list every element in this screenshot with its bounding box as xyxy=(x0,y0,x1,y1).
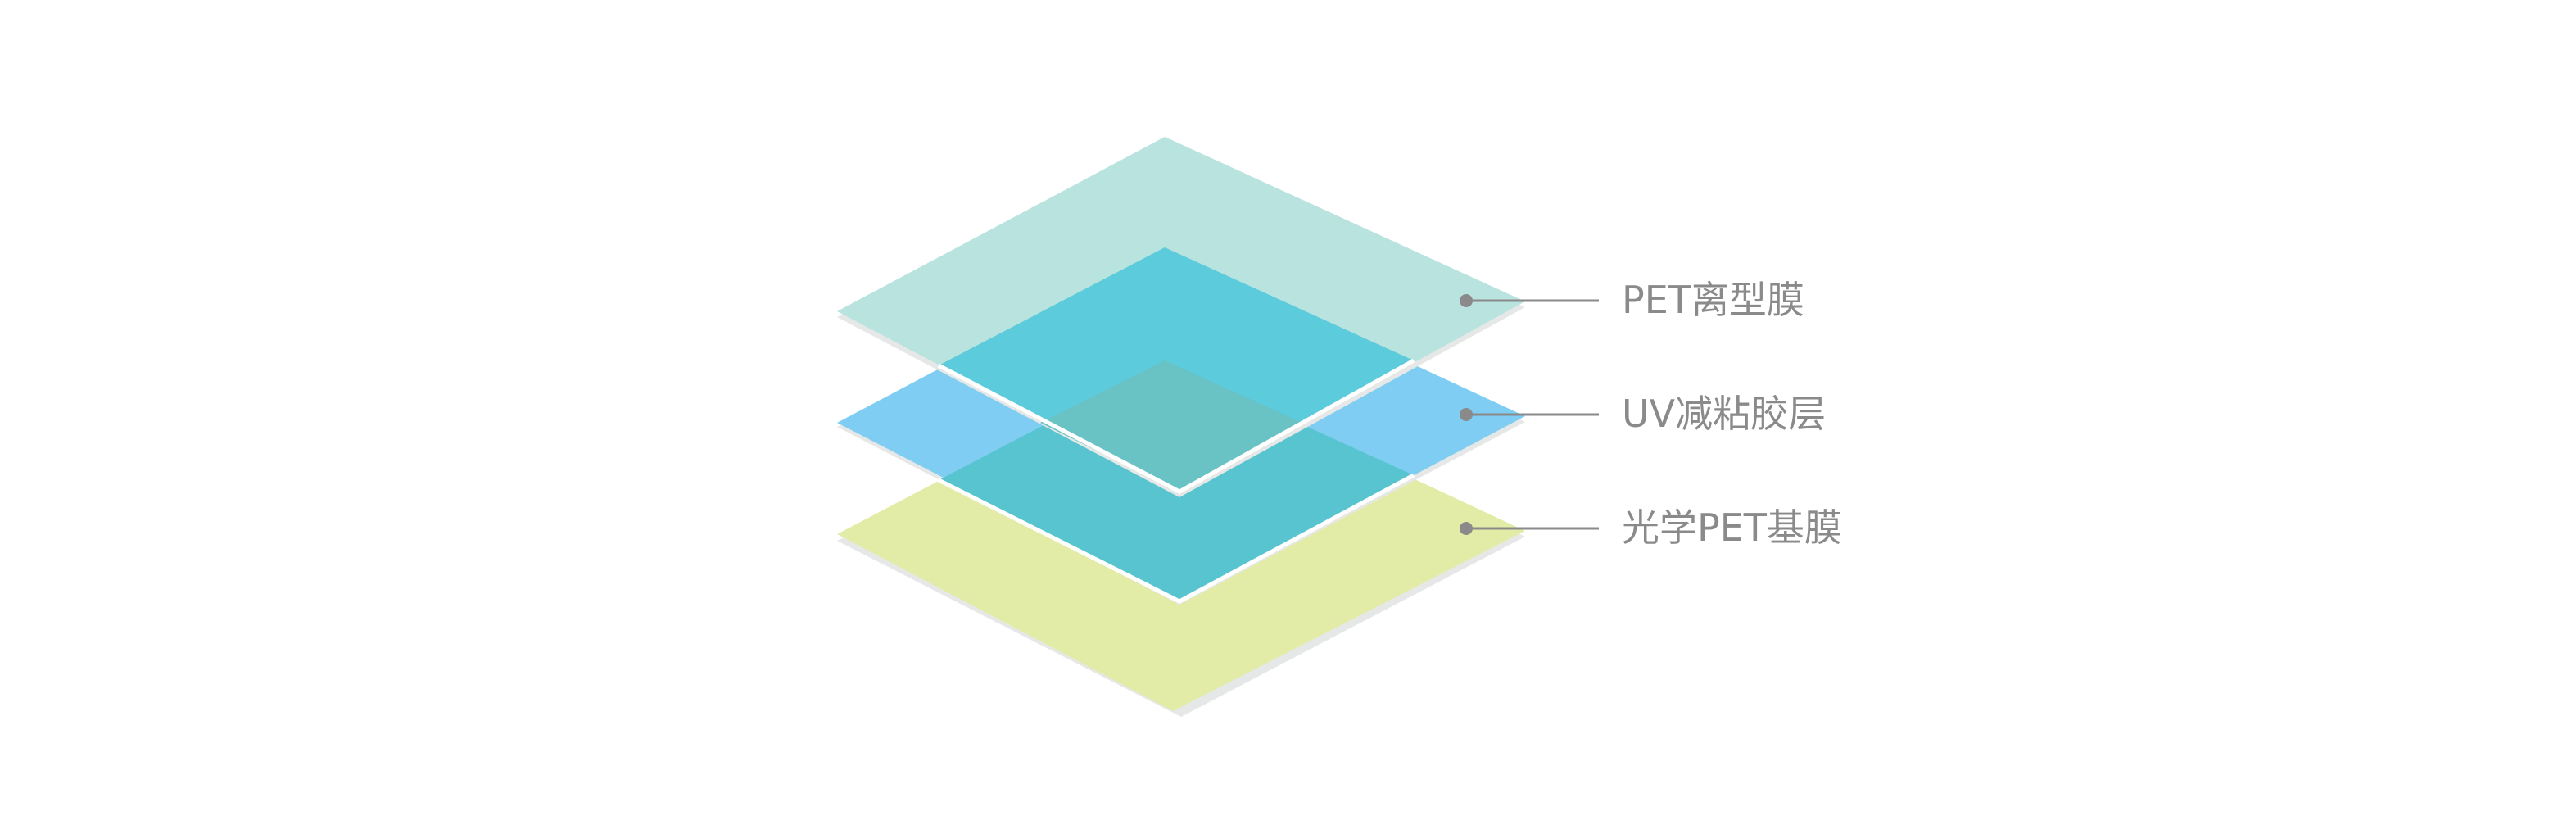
leader-dot-release-film xyxy=(1460,294,1473,307)
leader-dot-base-film xyxy=(1460,522,1473,535)
pet-release-film-layer xyxy=(837,137,1525,604)
leader-line-adhesive xyxy=(1460,408,1599,421)
release-film-front-edge xyxy=(937,358,1415,494)
adhesive-front-edge xyxy=(937,473,1415,604)
label-pet-release-film: PET离型膜 xyxy=(1622,278,1804,322)
leader-line-base-film xyxy=(1460,522,1599,535)
leader-line-release-film xyxy=(1460,294,1599,307)
label-optical-pet-base-film: 光学PET基膜 xyxy=(1622,505,1842,550)
leader-dot-adhesive xyxy=(1460,408,1473,421)
label-uv-adhesive-layer: UV减粘胶层 xyxy=(1622,392,1826,436)
